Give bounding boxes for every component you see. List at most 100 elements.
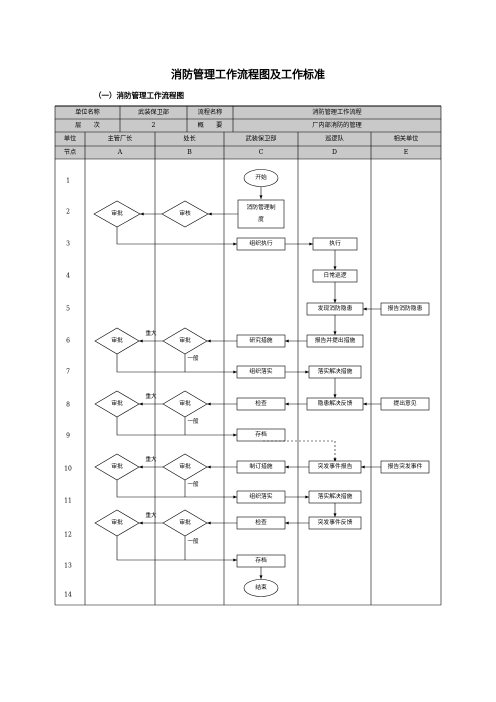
page-title: 消防管理工作流程图及工作标准	[171, 68, 325, 81]
info-cell: 2	[152, 122, 156, 129]
start-oval-label: 开始	[255, 173, 267, 181]
row-number: 9	[66, 433, 70, 440]
label-major-6: 重大	[145, 329, 157, 337]
label-general-12: 一般	[187, 537, 199, 545]
row-number: 3	[66, 241, 70, 248]
arrow-b10-a10-head	[139, 465, 143, 469]
arrow-c6-b6-head	[207, 339, 211, 343]
end-oval-label: 结束	[255, 583, 267, 591]
arrow-d5-d6-head	[333, 331, 337, 335]
start-oval	[243, 169, 279, 187]
arrow-e8-d8-head	[363, 402, 367, 406]
b8-approve-diamond-label: 审批	[179, 399, 191, 407]
info-cell: 消防管理工作流程	[312, 108, 362, 116]
d10-emergency-box-label: 突发事件报告	[318, 462, 353, 470]
arrow-c8-b8-head	[207, 402, 211, 406]
lane-code: C	[259, 149, 264, 156]
row-number: 10	[64, 466, 72, 473]
info-cell: 单位名称	[75, 108, 100, 116]
arrow-b2-a2-head	[140, 212, 144, 216]
b2-review-diamond-label: 审核	[179, 209, 191, 217]
arrow-a10-c11-head	[233, 495, 237, 499]
b12-approve-diamond-label: 审批	[179, 518, 191, 526]
row-number: 1	[66, 178, 70, 185]
end-oval	[243, 579, 279, 597]
arrow-c3-d3-head	[309, 242, 313, 246]
arrow-b6-a6-head	[139, 339, 143, 343]
row-number: 14	[64, 592, 72, 599]
lane-header: 相关单位	[394, 135, 419, 143]
lane-header: 巡逻队	[325, 135, 344, 143]
arrow-d6-c6-head	[285, 339, 289, 343]
row-number: 11	[64, 498, 72, 505]
arrow-a6-c7-head	[233, 370, 237, 374]
lane-code: E	[404, 149, 409, 156]
arrow-b12-a12-head	[139, 521, 143, 525]
c2-label-2: 度	[258, 215, 264, 223]
e10-report-box-label: 报告突发事件	[388, 462, 423, 470]
d8-feedback-box-label: 隐患解决反馈	[318, 399, 353, 407]
arrow-c2-b2-head	[208, 212, 212, 216]
arrow-e5-d5-head	[363, 307, 367, 311]
row-number: 5	[66, 306, 70, 313]
arrow-c7-d7-head	[305, 370, 309, 374]
lane-code: D	[332, 149, 337, 156]
arrow-d4-d5-head	[333, 299, 337, 303]
c13-archive-box-label: 存档	[255, 556, 267, 564]
c6-study-box-label: 研究措施	[249, 336, 272, 344]
b10-approve-diamond-label: 审批	[179, 462, 191, 470]
arrow-e10-d10-head	[361, 465, 365, 469]
c7-implement-box-label: 组织落实	[249, 367, 272, 375]
d6-report-box-label: 报告并提出措施	[315, 336, 356, 344]
label-general-10: 一般	[187, 480, 199, 488]
c3-execute-box-label: 组织执行	[249, 239, 272, 247]
label-major-10: 重大	[145, 455, 157, 463]
arrow-a6-c7	[116, 354, 237, 373]
c12-inspect-box-label: 检查	[255, 518, 267, 526]
arrow-a12-c13-head	[233, 558, 237, 562]
a2-approve-diamond-label: 审批	[111, 209, 123, 217]
arrow-c12-b12-head	[207, 521, 211, 525]
arrow-d12-c12-head	[285, 521, 289, 525]
row-number: 7	[66, 369, 70, 376]
arrow-b8-a8-head	[139, 402, 143, 406]
a12-approve-diamond-label: 审批	[111, 518, 123, 526]
arrow-a2-c3-head	[233, 242, 237, 246]
info-cell: 概 要	[198, 121, 223, 129]
arrow-d8-c8-head	[285, 402, 289, 406]
c2-label-1: 消防管理制	[247, 203, 276, 211]
lane-header: 主管厂长	[108, 135, 133, 143]
info-row-2-bg	[55, 119, 441, 132]
d12-feedback-box-label: 突发事件反馈	[318, 518, 353, 526]
row-number: 2	[66, 209, 70, 216]
label-general-8: 一般	[187, 417, 199, 425]
arrow-d3-d4-head	[333, 266, 337, 270]
info-cell: 层 次	[75, 121, 100, 129]
arrow-d7-d8-head	[333, 394, 337, 398]
e8-opinion-box-label: 提出意见	[393, 399, 416, 407]
arrow-a8-c9	[116, 417, 237, 436]
info-row-1-bg	[55, 106, 441, 119]
c9-archive-box-label: 存档	[255, 430, 267, 438]
row-number: 13	[64, 563, 72, 570]
arrow-a12-c13	[116, 536, 237, 561]
lane-code: 节点	[64, 148, 76, 156]
lane-code: A	[117, 149, 123, 156]
c9-archive-box	[236, 428, 286, 442]
info-cell: 流程名称	[198, 108, 223, 116]
d4-patrol-box-label: 日常巡逻	[323, 271, 346, 279]
row-number: 6	[66, 338, 70, 345]
arrow-c10-b10-head	[207, 465, 211, 469]
label-major-8: 重大	[145, 392, 157, 400]
arrow-c13-end-head	[259, 575, 263, 579]
info-cell: 武装保卫部	[138, 108, 169, 116]
arrow-d10-c10-head	[285, 465, 289, 469]
arrow-a2-c3	[116, 227, 237, 245]
lane-code: B	[187, 149, 192, 156]
row-number: 12	[64, 532, 72, 539]
c11-implement-box-label: 组织落实	[249, 492, 272, 500]
arrow-d11-d12-head	[333, 513, 337, 517]
section-subtitle: （一）消防管理工作流程图	[94, 91, 184, 100]
arrow-a8-c9-head	[233, 433, 237, 437]
